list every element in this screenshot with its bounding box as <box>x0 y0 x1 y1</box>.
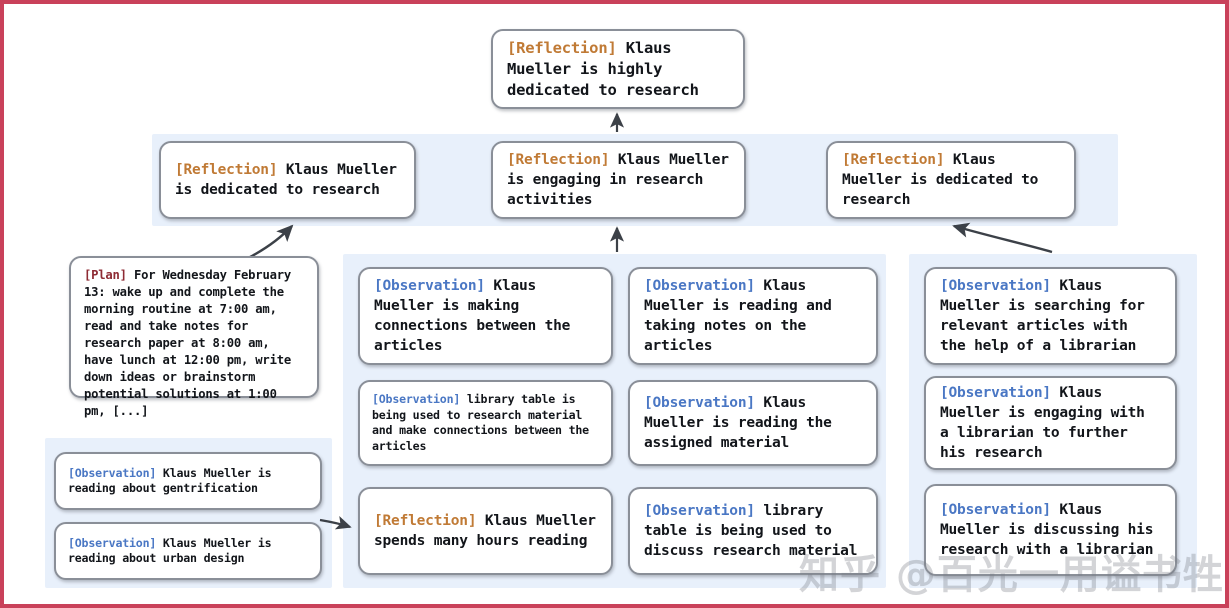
node-column-a-2[interactable]: [Observation] library table is being use… <box>358 380 613 466</box>
tag-reflection-label: [Reflection] <box>507 38 617 57</box>
node-column-c-1-body: Klaus Mueller is searching for relevant … <box>940 278 1145 354</box>
node-column-b-1[interactable]: [Observation] Klaus Mueller is reading a… <box>628 267 878 365</box>
node-column-b-2-body: Klaus Mueller is reading the assigned ma… <box>644 395 832 451</box>
node-level2-middle-body: Klaus Mueller is engaging in research ac… <box>507 152 729 208</box>
node-column-a-1-text: [Observation] Klaus Mueller is making co… <box>374 276 597 356</box>
node-left-observation-2-body: Klaus Mueller is reading about urban des… <box>68 535 272 566</box>
node-left-observation-1-text: [Observation] Klaus Mueller is reading a… <box>68 466 308 497</box>
tag-observation-label: [Observation] <box>644 503 755 519</box>
node-column-a-1[interactable]: [Observation] Klaus Mueller is making co… <box>358 267 613 365</box>
tag-reflection-label: [Reflection] <box>507 152 610 168</box>
node-column-b-3-body: library table is being used to discuss r… <box>644 503 858 559</box>
node-column-b-1-text: [Observation] Klaus Mueller is reading a… <box>644 276 862 356</box>
node-column-c-1-text: [Observation] Klaus Mueller is searching… <box>940 276 1161 356</box>
node-column-b-2[interactable]: [Observation] Klaus Mueller is reading t… <box>628 380 878 466</box>
node-level2-middle-text: [Reflection] Klaus Mueller is engaging i… <box>507 150 730 210</box>
tag-reflection-label: [Reflection] <box>374 513 477 529</box>
node-root-reflection[interactable]: [Reflection] Klaus Mueller is highly ded… <box>491 29 745 109</box>
node-column-b-3-text: [Observation] library table is being use… <box>644 501 862 561</box>
tag-observation-label: [Observation] <box>374 278 485 294</box>
tag-observation-label: [Observation] <box>68 535 157 550</box>
tag-observation-label: [Observation] <box>940 278 1051 294</box>
node-column-b-1-body: Klaus Mueller is reading and taking note… <box>644 278 832 354</box>
node-left-observation-2-text: [Observation] Klaus Mueller is reading a… <box>68 536 308 567</box>
node-left-observation-1[interactable]: [Observation] Klaus Mueller is reading a… <box>54 452 322 510</box>
node-column-b-3[interactable]: [Observation] library table is being use… <box>628 487 878 575</box>
node-level2-reflection-middle[interactable]: [Reflection] Klaus Mueller is engaging i… <box>491 141 746 219</box>
node-level2-left-body: Klaus Mueller is dedicated to research <box>175 162 397 198</box>
node-column-c-1[interactable]: [Observation] Klaus Mueller is searching… <box>924 267 1177 365</box>
node-column-c-3-text: [Observation] Klaus Mueller is discussin… <box>940 500 1161 560</box>
node-column-c-2-text: [Observation] Klaus Mueller is engaging … <box>940 383 1161 463</box>
node-column-a-2-text: [Observation] library table is being use… <box>372 392 599 454</box>
node-plan-text: [Plan] For Wednesday February 13: wake u… <box>84 267 304 420</box>
node-level2-reflection-left[interactable]: [Reflection] Klaus Mueller is dedicated … <box>159 141 416 219</box>
tag-observation-label: [Observation] <box>644 278 755 294</box>
reflection-tree-canvas: [Reflection] Klaus Mueller is highly ded… <box>4 4 1225 604</box>
node-column-a-3-body: Klaus Mueller spends many hours reading <box>374 513 596 549</box>
tag-observation-label: [Observation] <box>644 395 755 411</box>
node-column-a-3[interactable]: [Reflection] Klaus Mueller spends many h… <box>358 487 613 575</box>
tag-observation-label: [Observation] <box>68 465 157 480</box>
node-level2-right-text: [Reflection] Klaus Mueller is dedicated … <box>842 150 1060 210</box>
tag-reflection-label: [Reflection] <box>842 152 945 168</box>
tag-observation-label: [Observation] <box>940 385 1051 401</box>
node-column-c-2-body: Klaus Mueller is engaging with a librari… <box>940 385 1145 461</box>
node-root-text: [Reflection] Klaus Mueller is highly ded… <box>507 38 729 101</box>
node-level2-reflection-right[interactable]: [Reflection] Klaus Mueller is dedicated … <box>826 141 1076 219</box>
tag-plan-label: [Plan] <box>84 268 127 282</box>
node-level2-left-text: [Reflection] Klaus Mueller is dedicated … <box>175 160 400 200</box>
tag-observation-label: [Observation] <box>940 502 1051 518</box>
node-root-body: Klaus Mueller is highly dedicated to res… <box>507 38 699 99</box>
node-left-observation-1-body: Klaus Mueller is reading about gentrific… <box>68 465 272 496</box>
node-level2-right-body: Klaus Mueller is dedicated to research <box>842 152 1039 208</box>
node-plan[interactable]: [Plan] For Wednesday February 13: wake u… <box>69 256 319 418</box>
node-plan-body: For Wednesday February 13: wake up and c… <box>84 268 291 418</box>
node-column-a-1-body: Klaus Mueller is making connections betw… <box>374 278 571 354</box>
node-column-c-2[interactable]: [Observation] Klaus Mueller is engaging … <box>924 376 1177 470</box>
node-column-a-3-text: [Reflection] Klaus Mueller spends many h… <box>374 511 597 551</box>
node-left-observation-2[interactable]: [Observation] Klaus Mueller is reading a… <box>54 522 322 580</box>
node-column-c-3[interactable]: [Observation] Klaus Mueller is discussin… <box>924 484 1177 576</box>
node-column-a-2-body: library table is being used to research … <box>372 392 589 453</box>
arrow-colc-to-right-reflection <box>952 222 1053 254</box>
tag-reflection-label: [Reflection] <box>175 162 278 178</box>
node-column-c-3-body: Klaus Mueller is discussing his research… <box>940 502 1154 558</box>
node-column-b-2-text: [Observation] Klaus Mueller is reading t… <box>644 393 862 453</box>
tag-observation-label: [Observation] <box>372 392 461 406</box>
